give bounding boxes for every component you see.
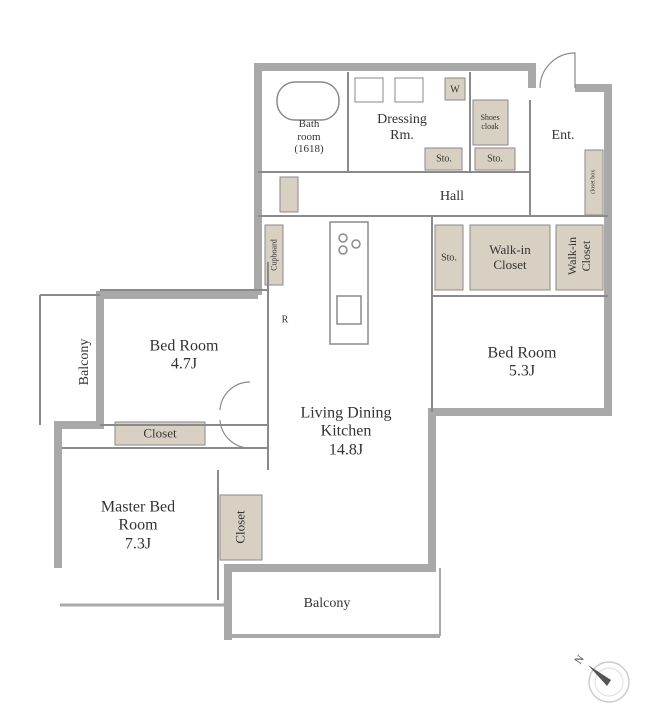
storage-areas: [114, 77, 604, 561]
cupboard-label: Cupboard: [269, 239, 279, 271]
walk-in-closet-label-1: Walk-in Closet: [489, 242, 531, 272]
closet-label-1: Closet: [143, 425, 177, 441]
bathtub: [276, 81, 340, 121]
fridge-label: R: [281, 314, 289, 326]
walk-in-closet-label-2: Walk-in Closet: [565, 236, 593, 276]
balcony-bottom-label: Balcony: [303, 595, 351, 611]
dressing-room-label: Dressing Rm.: [377, 111, 427, 143]
master-bed-room-size: 7.3J: [124, 535, 152, 553]
bed-room-1-name: Bed Room: [149, 337, 219, 355]
hall-label: Hall: [439, 188, 465, 204]
interior-walls: [39, 72, 608, 600]
shoes-cloak-label: Shoes cloak: [480, 112, 500, 131]
bathroom-name: Bath room: [297, 118, 321, 143]
storage-label-1: Sto.: [436, 153, 452, 165]
ldk-doors: [219, 381, 251, 449]
master-bed-room-name: Master Bed Room: [100, 498, 176, 534]
bed-room-2-size: 5.3J: [508, 363, 536, 380]
washer-label: W: [450, 84, 460, 96]
sinks: [354, 77, 424, 103]
closet-label-2: Closet: [232, 510, 248, 544]
entrance-label: Ent.: [551, 127, 575, 143]
kitchen-counter: [329, 221, 369, 345]
balcony-left-label: Balcony: [76, 338, 92, 386]
ldk-size: 14.8J: [328, 441, 364, 459]
storage-label-2: Sto.: [487, 153, 503, 165]
closet-box-label: closet box: [590, 169, 597, 195]
bathroom-label: Bath room(1618): [294, 118, 323, 156]
entrance-door: [539, 52, 576, 89]
ldk-name: Living Dining Kitchen: [300, 404, 392, 440]
compass-icon: [588, 661, 630, 703]
bathroom-size: (1618): [294, 143, 324, 156]
bed-room-2-name: Bed Room: [487, 344, 557, 362]
bed-room-1-size: 4.7J: [170, 356, 198, 373]
storage-label-3: Sto.: [441, 252, 457, 264]
